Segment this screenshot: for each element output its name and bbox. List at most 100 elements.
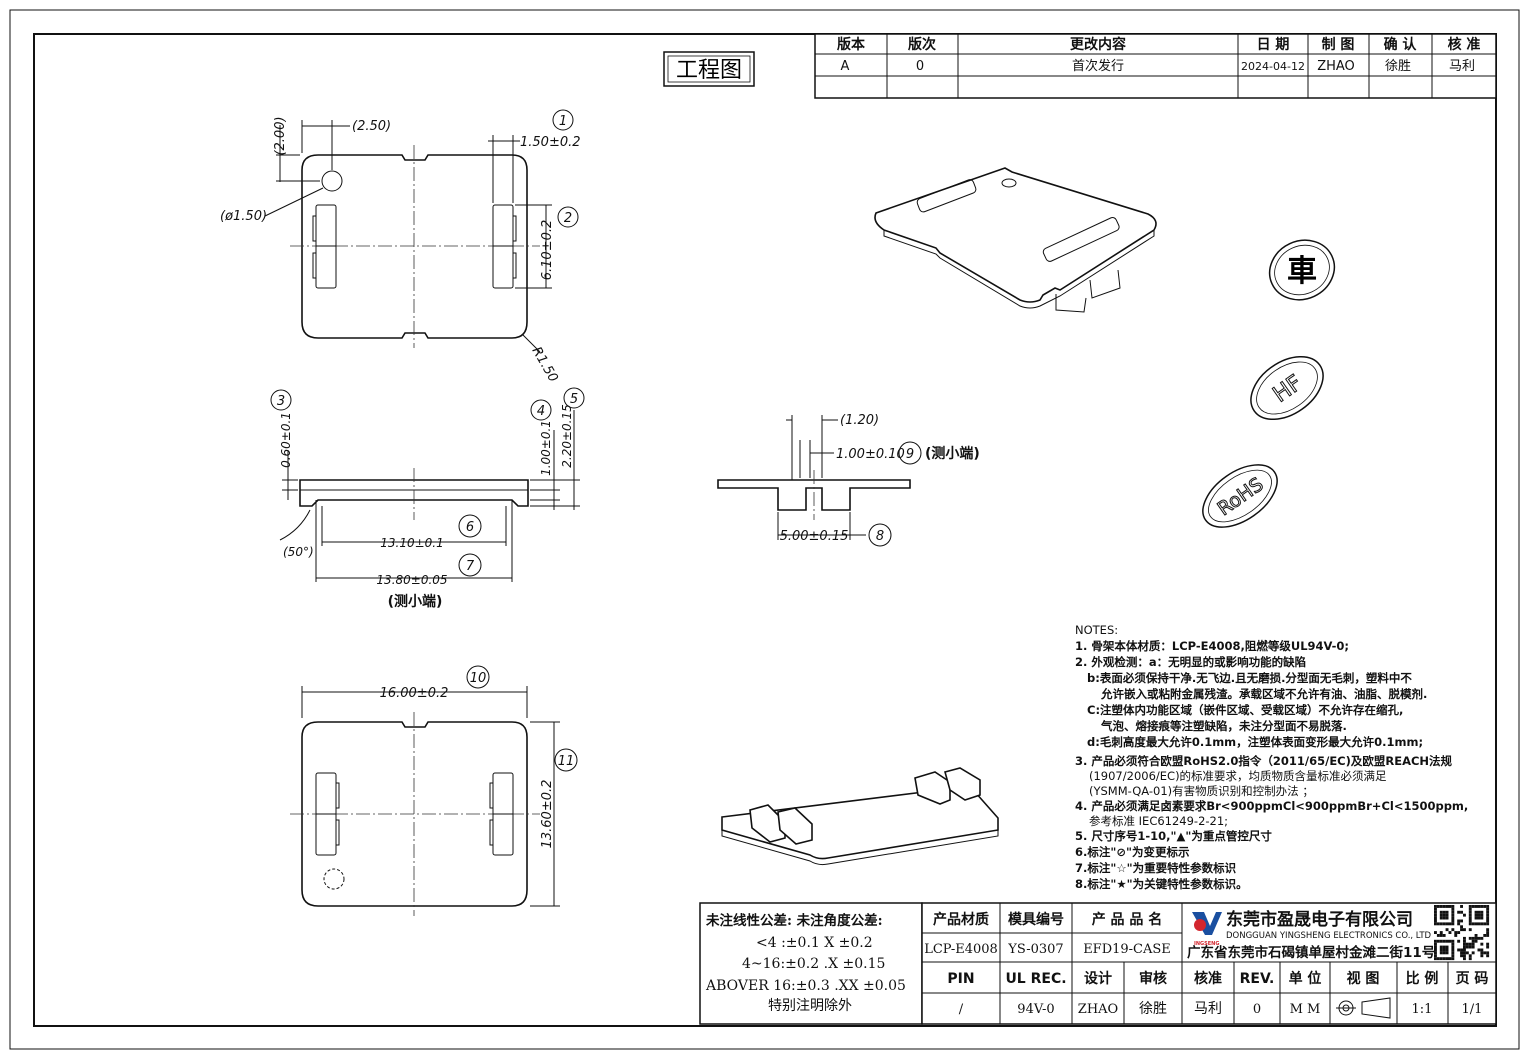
dim-1-20: (1.20) (840, 413, 879, 428)
outer-frame (9, 9, 1520, 1050)
svg-text:工程图: 工程图 (676, 58, 742, 83)
label-material: 产品材质 (933, 911, 989, 928)
tolerance-line: 4~16:±0.2 .X ±0.15 (742, 956, 885, 972)
value-page: 1/1 (1462, 1002, 1483, 1017)
balloon-11: 11 (558, 754, 575, 769)
dim-16-00: 16.00±0.2 (380, 686, 449, 701)
svg-text:INGSENG: INGSENG (1194, 941, 1219, 947)
balloon-1: 1 (559, 114, 567, 129)
rev-header-date: 日 期 (1257, 37, 1290, 53)
note-line: 7.标注"☆"为重要特性参数标识 (1075, 861, 1237, 875)
company-name: 东莞市盈晟电子有限公司 (1226, 909, 1413, 930)
note-line: 允许嵌入或粘附金属残渣。承载区域不允许有油、油脂、脱模剂. (1100, 687, 1427, 701)
value-unit: M M (1290, 1002, 1321, 1017)
dim-5-00: 5.00±0.15 (780, 529, 849, 544)
value-design: ZHAO (1078, 1002, 1118, 1017)
end-view-caption: (测小端) (925, 445, 980, 462)
company-logo: INGSENG (1192, 912, 1222, 947)
note-line: 8.标注"★"为关键特性参数标识。 (1075, 877, 1248, 891)
label-pin: PIN (947, 971, 974, 987)
rev-header-approve: 核 准 (1448, 36, 1481, 53)
revision-table: 版本 版次 更改内容 日 期 制 图 确 认 核 准 A 0 首次发行 2024… (814, 33, 1497, 99)
rev-header-change: 更改内容 (1070, 36, 1126, 53)
value-review: 徐胜 (1139, 1001, 1167, 1017)
notes-block: NOTES: 1. 骨架本体材质：LCP-E4008,阻燃等级UL94V-0; … (1075, 623, 1468, 891)
note-line: 参考标准 IEC61249-2-21; (1089, 814, 1228, 828)
dim-2-20: 2.20±0.15 (560, 404, 574, 468)
company-name-en: DONGGUAN YINGSHENG ELECTRONICS CO., LTD (1226, 931, 1432, 941)
label-product-name: 产 品 品 名 (1092, 911, 1163, 928)
rev-cell-confirm: 徐胜 (1385, 59, 1411, 74)
projection-symbol-icon (1336, 997, 1391, 1019)
tolerance-line: <4 :±0.1 X ±0.2 (756, 935, 873, 951)
inner-frame (33, 33, 1497, 1027)
dim-6-10: 6.10±0.2 (540, 220, 555, 281)
label-approve: 核准 (1194, 970, 1222, 987)
rev-cell-approve: 马利 (1449, 59, 1475, 74)
label-ul-rec: UL REC. (1005, 971, 1066, 987)
balloon-9: 9 (906, 447, 914, 462)
balloon-7: 7 (466, 559, 475, 574)
balloon-2: 2 (564, 211, 572, 226)
note-line: d:毛刺高度最大允许0.1mm，注塑体表面变形最大允许0.1mm; (1087, 735, 1423, 749)
qr-code (1434, 905, 1490, 961)
mark-che: 車 (1268, 239, 1336, 301)
value-pin: / (959, 1002, 964, 1017)
value-rev: 0 (1253, 1002, 1261, 1017)
note-line: NOTES: (1075, 623, 1118, 637)
tolerance-title: 未注线性公差: 未注角度公差: (706, 912, 883, 929)
balloon-4: 4 (537, 404, 545, 419)
value-product-name: EFD19-CASE (1083, 942, 1171, 957)
note-line: 4. 产品必须满足卤素要求Br<900ppmCl<900ppmBr+Cl<150… (1075, 799, 1468, 813)
label-design: 设计 (1084, 970, 1112, 987)
isometric-view-bottom (721, 767, 999, 866)
note-line: (1907/2006/EC)的标准要求，均质物质含量标准必须满足 (1089, 769, 1387, 783)
side-view-caption: (测小端) (388, 593, 443, 610)
title-block: 产品材质 模具编号 产 品 品 名 LCP-E4008 YS-0307 EFD1… (921, 902, 1497, 1025)
stamp-title: 工程图 (663, 51, 755, 87)
value-approve: 马利 (1194, 1001, 1222, 1017)
value-scale: 1:1 (1412, 1002, 1433, 1017)
balloon-10: 10 (470, 671, 487, 686)
dim-2-00: (2.00) (273, 116, 288, 155)
tolerance-line: ABOVER 16:±0.3 .XX ±0.05 (705, 978, 906, 994)
rev-header-confirm: 确 认 (1384, 36, 1418, 53)
label-view: 视 图 (1347, 970, 1380, 987)
note-line: 5. 尺寸序号1-10,"▲"为重点管控尺寸 (1075, 829, 1272, 843)
end-view: (1.20) 1.00±0.10 9 (测小端) 5.00±0.15 8 (717, 413, 980, 547)
rev-cell-date: 2024-04-12 (1241, 60, 1305, 73)
value-ul-rec: 94V-0 (1017, 1002, 1054, 1017)
rev-header-drawn: 制 图 (1322, 36, 1355, 53)
rev-header-edition: 版次 (908, 36, 936, 53)
label-review: 审核 (1139, 970, 1167, 987)
top-view: (2.00) (2.50) 1.50±0.2 (ø1.50) 6.10±0.2 … (220, 109, 581, 385)
dim-13-60: 13.60±0.2 (540, 780, 555, 849)
svg-text:HF: HF (1269, 371, 1307, 408)
note-line: b:表面必须保持干净.无飞边.且无磨损.分型面无毛刺，塑料中不 (1087, 671, 1412, 685)
label-scale: 比 例 (1406, 970, 1439, 987)
balloon-8: 8 (876, 529, 884, 544)
value-material: LCP-E4008 (924, 942, 998, 957)
rev-header-version: 版本 (837, 36, 866, 53)
rev-cell-drawn: ZHAO (1317, 59, 1355, 74)
label-unit: 单 位 (1289, 970, 1322, 987)
dim-1-00-end: 1.00±0.10 (836, 447, 905, 462)
dim-1-00: 1.00±0.1 (539, 420, 553, 476)
rev-cell-version: A (841, 59, 850, 74)
label-mold-no: 模具编号 (1008, 911, 1064, 928)
dim-2-50: (2.50) (352, 119, 391, 134)
locating-hole (321, 170, 343, 192)
dim-r1-50: R1.50 (529, 345, 561, 385)
dim-13-80: 13.80±0.05 (376, 573, 447, 587)
value-mold-no: YS-0307 (1007, 942, 1063, 957)
note-line: (YSMM-QA-01)有害物质识别和控制办法 ； (1089, 784, 1314, 798)
balloon-6: 6 (466, 520, 474, 535)
svg-text:車: 車 (1287, 254, 1317, 289)
isometric-view-top (874, 167, 1157, 313)
side-view: 13.10±0.1 13.80±0.05 0.60±0.1 1.00±0.1 2… (270, 387, 585, 610)
note-line: C:注塑体内功能区域（嵌件区域、受载区域）不允许存在缩孔, (1087, 703, 1403, 717)
mark-rohs: RoHS (1202, 464, 1278, 528)
note-line: 6.标注"⊘"为变更标示 (1075, 845, 1190, 859)
balloon-5: 5 (570, 392, 578, 407)
